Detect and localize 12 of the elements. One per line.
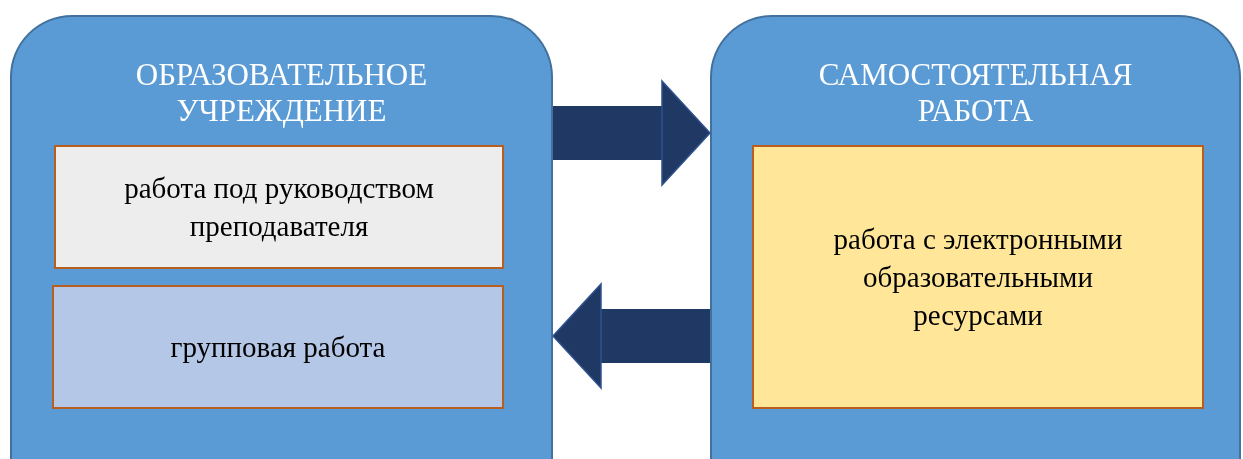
panel-heading: САМОСТОЯТЕЛЬНАЯ РАБОТА (817, 57, 1134, 129)
block-arrow (553, 80, 711, 186)
group-work-box (52, 285, 504, 409)
e-resources-box (752, 145, 1204, 409)
box-text: групповая работа (170, 330, 386, 365)
block-arrow (552, 283, 710, 389)
panel-heading: ОБРАЗОВАТЕЛЬНОЕ УЧРЕЖДЕНИЕ (134, 57, 429, 129)
guided-work-box (54, 145, 504, 269)
box-text: работа с электронными образовательными ресурсами (832, 222, 1124, 333)
independent-work-panel (710, 15, 1241, 459)
box-text: работа под руководством преподавателя (123, 171, 435, 244)
education-institution-panel (10, 15, 553, 459)
